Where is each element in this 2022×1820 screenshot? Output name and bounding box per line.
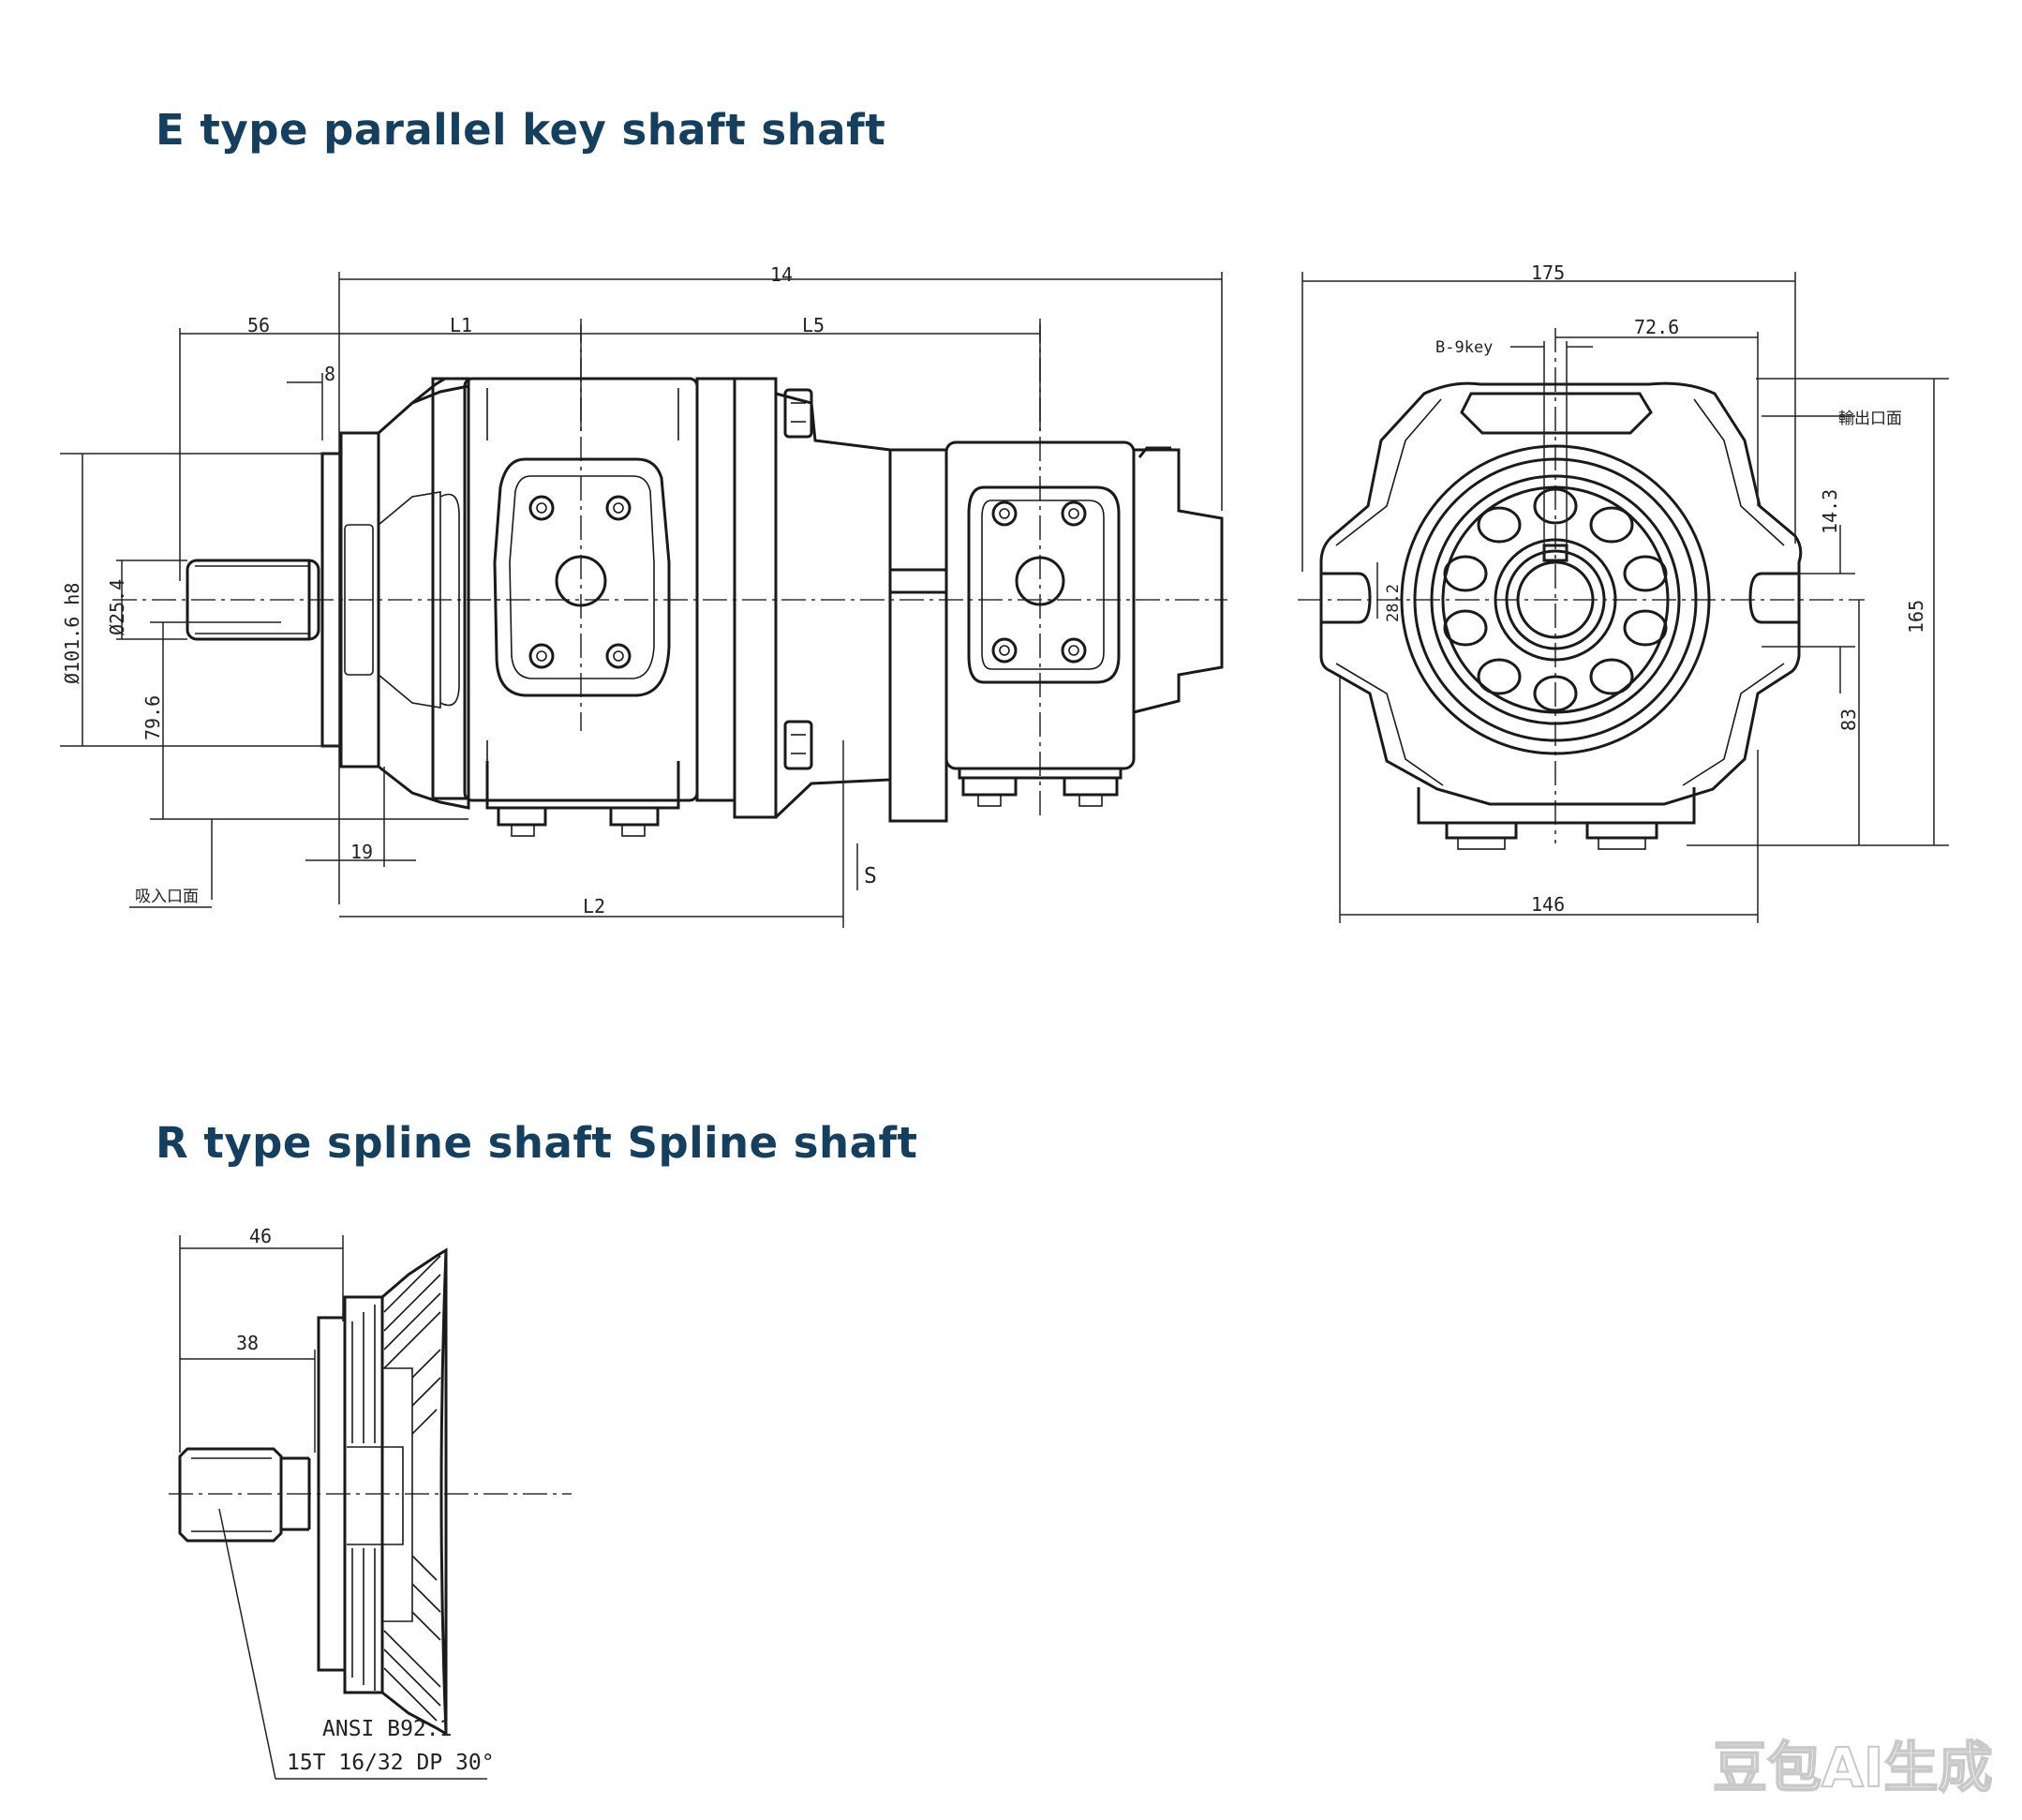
dim-key-width: B-9key [1435, 338, 1493, 357]
outlet-face-note: 輸出口面 [1838, 410, 1902, 428]
dim-center-height-front: 83 [1837, 709, 1860, 731]
r-type-title: R type spline shaft Spline shaft [156, 1118, 918, 1168]
watermark-text: 豆包AI生成 [1713, 1736, 1992, 1799]
first-pump-body [463, 377, 699, 837]
inlet-face-note: 吸入口面 [135, 888, 199, 906]
dim-first-section: L1 [450, 314, 472, 336]
e-type-title: E type parallel key shaft shaft [156, 105, 886, 155]
spline-spec-line2: 15T 16/32 DP 30° [287, 1751, 495, 1775]
dim-spline-shaft: 38 [236, 1332, 259, 1354]
parallel-key-shaft [186, 559, 320, 641]
serration-hatch [351, 1255, 441, 1722]
bolt-pockets [1443, 487, 1668, 712]
dim-key-height: 14.3 [1819, 489, 1841, 534]
dim-flange-offset: 19 [350, 841, 373, 863]
spline-spec-line1: ANSI B92.1 [322, 1717, 452, 1741]
dim-half-width: 72.6 [1634, 316, 1679, 338]
dim-bottom-width: 146 [1531, 893, 1565, 916]
dim-second-section: L5 [802, 314, 825, 336]
mounting-flange [320, 384, 470, 810]
dim-shaft-diameter: Ø25.4 [106, 579, 128, 635]
dim-port-label: S [864, 864, 877, 888]
second-pump-body [944, 440, 1224, 807]
dim-key-depth: 28.2 [1384, 584, 1403, 622]
dim-flange-to-shaft: 56 [247, 314, 270, 336]
spline-view [169, 1235, 572, 1780]
spline-shaft [178, 1447, 311, 1543]
dim-pilot-diameter: Ø101.6 h8 [61, 583, 83, 684]
side-view [60, 272, 1227, 928]
spline-view-labels: 46 38 ANSI B92.1 15T 16/32 DP 30° [236, 1225, 495, 1775]
dim-height: 165 [1905, 600, 1927, 634]
side-view-dim-labels: 14 56 L1 L5 8 Ø101.6 h8 Ø25.4 79.6 19 L2… [61, 263, 877, 917]
dim-overall: 14 [770, 263, 793, 286]
front-view-dim-labels: 175 72.6 B-9key 165 14.3 83 146 28.2 輸出口… [1384, 261, 1927, 916]
dim-port-length: L2 [583, 895, 605, 917]
dim-center-height: 79.6 [141, 695, 164, 740]
dim-overall-width: 175 [1531, 261, 1565, 284]
dim-spline-overall: 46 [249, 1225, 272, 1247]
dim-flange-thickness: 8 [324, 363, 335, 385]
front-view [1298, 272, 1949, 923]
